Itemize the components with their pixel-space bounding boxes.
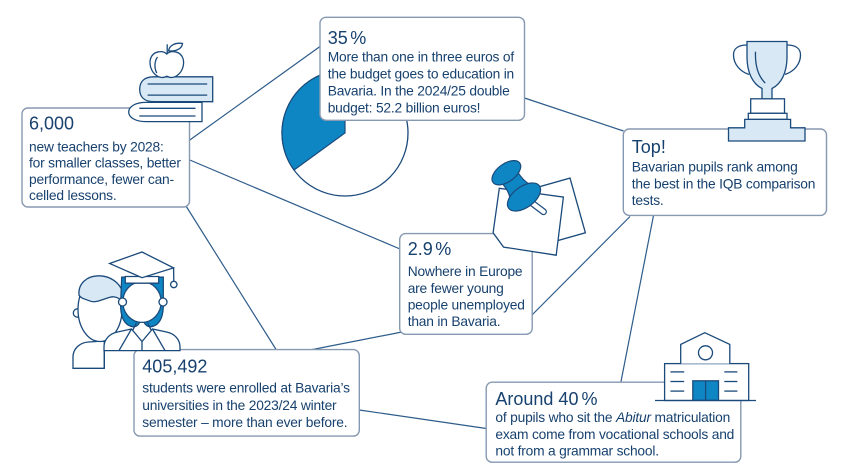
svg-text:than in Bavaria.: than in Bavaria. [408, 314, 501, 329]
svg-text:students were enrolled at Bava: students were enrolled at Bavaria’s [142, 381, 350, 396]
svg-text:semester – more than ever befo: semester – more than ever before. [142, 415, 347, 430]
svg-text:Bavaria. In the 2024/25 double: Bavaria. In the 2024/25 double [328, 84, 510, 99]
svg-text:6,000: 6,000 [29, 114, 74, 134]
svg-text:2.9%: 2.9% [408, 239, 452, 259]
svg-text:More than one in three euros o: More than one in three euros of [328, 50, 515, 65]
svg-text:Bavarian pupils rank among: Bavarian pupils rank among [632, 160, 798, 175]
svg-text:the best in the IQB comparison: the best in the IQB comparison [632, 176, 815, 191]
svg-text:celled lessons.: celled lessons. [29, 188, 117, 203]
svg-text:performance, fewer can-: performance, fewer can- [29, 172, 174, 187]
svg-text:budget: 52.2 billion euros!: budget: 52.2 billion euros! [328, 100, 481, 115]
svg-text:405,492: 405,492 [142, 357, 207, 377]
svg-text:universities in the 2023/24 wi: universities in the 2023/24 winter [142, 398, 337, 413]
svg-text:Nowhere in Europe: Nowhere in Europe [408, 264, 523, 279]
svg-text:tests.: tests. [632, 193, 664, 208]
svg-text:people unemployed: people unemployed [408, 298, 525, 313]
svg-text:of pupils who sit the Abitur m: of pupils who sit the Abitur matriculati… [495, 410, 730, 425]
svg-text:the budget goes to education i: the budget goes to education in [328, 67, 514, 82]
svg-text:new teachers by 2028:: new teachers by 2028: [29, 139, 164, 154]
svg-text:Around 40%: Around 40% [495, 389, 597, 409]
svg-text:Top!: Top! [632, 137, 666, 157]
svg-text:are fewer young: are fewer young [408, 281, 504, 296]
svg-text:for smaller classes, better: for smaller classes, better [29, 156, 181, 171]
svg-text:exam come from vocational scho: exam come from vocational schools and [495, 427, 734, 442]
svg-text:not from a grammar school.: not from a grammar school. [495, 444, 659, 459]
svg-text:35%: 35% [328, 28, 367, 48]
